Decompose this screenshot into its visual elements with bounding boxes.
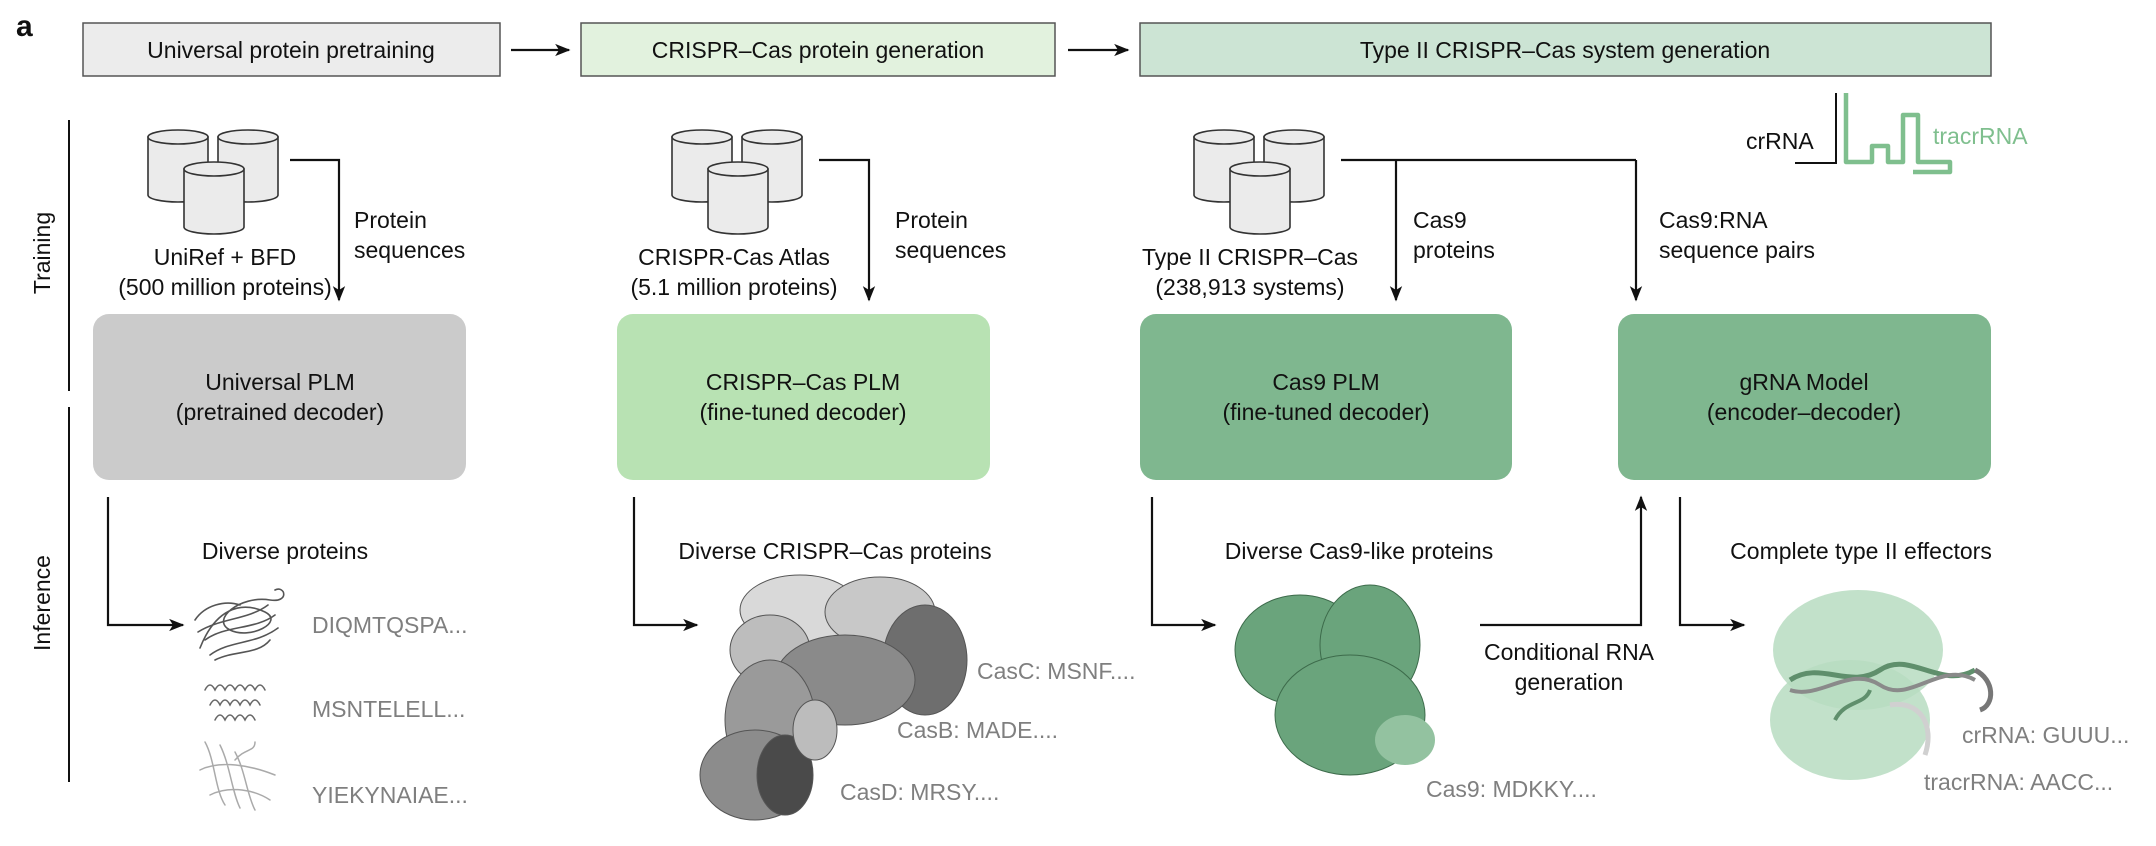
- training-edge-crispr: [819, 158, 876, 302]
- sequence-text: DIQMTQSPA...: [312, 612, 467, 638]
- database-icon: [1193, 129, 1325, 235]
- stage-type2: Type II CRISPR–Cas system generation: [1139, 22, 1992, 77]
- cylinder-top: [147, 129, 209, 145]
- database-icon: [147, 129, 279, 235]
- stage-universal: Universal protein pretraining: [82, 22, 501, 77]
- dataset-size: (238,913 systems): [1155, 274, 1344, 300]
- dataset-size: (5.1 million proteins): [630, 274, 837, 300]
- training-label: Training: [29, 212, 55, 294]
- model-type: (fine-tuned decoder): [1222, 399, 1429, 425]
- model-grna: gRNA Model (encoder–decoder): [1618, 314, 1991, 480]
- cas-complex-structure-icon: [699, 574, 968, 821]
- inference-edge-cas9: [1150, 497, 1217, 632]
- cas9-structure-icon: [1234, 584, 1435, 776]
- sequence-text: CasD: MRSY....: [840, 779, 999, 805]
- sequence-text: YIEKYNAIAE...: [312, 782, 468, 808]
- sequence-text: Cas9: MDKKY....: [1426, 776, 1597, 802]
- sequence-text: MSNTELELL...: [312, 696, 465, 722]
- output-title: Complete type II effectors: [1730, 538, 1992, 564]
- edge-label: Protein: [354, 207, 427, 233]
- cylinder-top: [183, 161, 245, 177]
- sequence-text: tracrRNA: AACC...: [1924, 769, 2113, 795]
- model-type: (fine-tuned decoder): [699, 399, 906, 425]
- conditional-label: Conditional RNA: [1484, 639, 1655, 665]
- cylinder-top: [741, 129, 803, 145]
- inference-edge-universal: [106, 497, 185, 632]
- panel-label: a: [16, 10, 33, 43]
- model-cas9-plm: Cas9 PLM (fine-tuned decoder): [1140, 314, 1512, 480]
- edge-label: sequences: [895, 237, 1006, 263]
- inference-edge-grna: [1678, 497, 1746, 632]
- dataset-name: Type II CRISPR–Cas: [1142, 244, 1358, 270]
- rna-schematic-icon: crRNA tracrRNA: [1746, 93, 2028, 175]
- edge-label: proteins: [1413, 237, 1495, 263]
- edge-label: sequences: [354, 237, 465, 263]
- cylinder-body: [183, 168, 245, 235]
- cylinder-body: [707, 168, 769, 235]
- dataset-size: (500 million proteins): [118, 274, 331, 300]
- crrna-label: crRNA: [1746, 128, 1814, 154]
- dataset-name: UniRef + BFD: [154, 244, 297, 270]
- inference-label: Inference: [29, 555, 55, 651]
- training-edge-universal: [290, 158, 346, 302]
- edge-label: Cas9:RNA: [1659, 207, 1768, 233]
- cylinder-top: [707, 161, 769, 177]
- model-type: (pretrained decoder): [176, 399, 384, 425]
- model-type: (encoder–decoder): [1707, 399, 1901, 425]
- protein-structure-icon: [194, 588, 285, 811]
- sequence-text: CasC: MSNF....: [977, 658, 1135, 684]
- edge-label: Protein: [895, 207, 968, 233]
- effector-structure-icon: [1770, 590, 1994, 780]
- cylinder-top: [1263, 129, 1325, 145]
- model-name: Universal PLM: [205, 369, 355, 395]
- cylinder-top: [671, 129, 733, 145]
- model-crispr-cas-plm: CRISPR–Cas PLM (fine-tuned decoder): [617, 314, 990, 480]
- edge-label: sequence pairs: [1659, 237, 1815, 263]
- output-title: Diverse proteins: [202, 538, 368, 564]
- database-icon: [671, 129, 803, 235]
- cylinder-top: [1193, 129, 1255, 145]
- stage-crispr: CRISPR–Cas protein generation: [580, 22, 1056, 77]
- conditional-label: generation: [1515, 669, 1624, 695]
- model-name: CRISPR–Cas PLM: [706, 369, 900, 395]
- stage-crispr-label: CRISPR–Cas protein generation: [652, 37, 984, 63]
- cylinder-body: [1229, 168, 1291, 235]
- inference-edge-crispr: [632, 497, 699, 632]
- edge-label: Cas9: [1413, 207, 1467, 233]
- conditional-rna-edge: [1480, 495, 1648, 627]
- dataset-name: CRISPR-Cas Atlas: [638, 244, 830, 270]
- model-universal-plm: Universal PLM (pretrained decoder): [93, 314, 466, 480]
- output-title: Diverse Cas9-like proteins: [1225, 538, 1493, 564]
- sequence-text: crRNA: GUUU...: [1962, 722, 2129, 748]
- output-title: Diverse CRISPR–Cas proteins: [678, 538, 991, 564]
- stage-type2-label: Type II CRISPR–Cas system generation: [1360, 37, 1770, 63]
- cylinder-top: [217, 129, 279, 145]
- stage-universal-label: Universal protein pretraining: [147, 37, 435, 63]
- cylinder-top: [1229, 161, 1291, 177]
- tracrrna-label: tracrRNA: [1933, 123, 2028, 149]
- model-name: Cas9 PLM: [1272, 369, 1379, 395]
- sequence-text: CasB: MADE....: [897, 717, 1058, 743]
- model-name: gRNA Model: [1739, 369, 1868, 395]
